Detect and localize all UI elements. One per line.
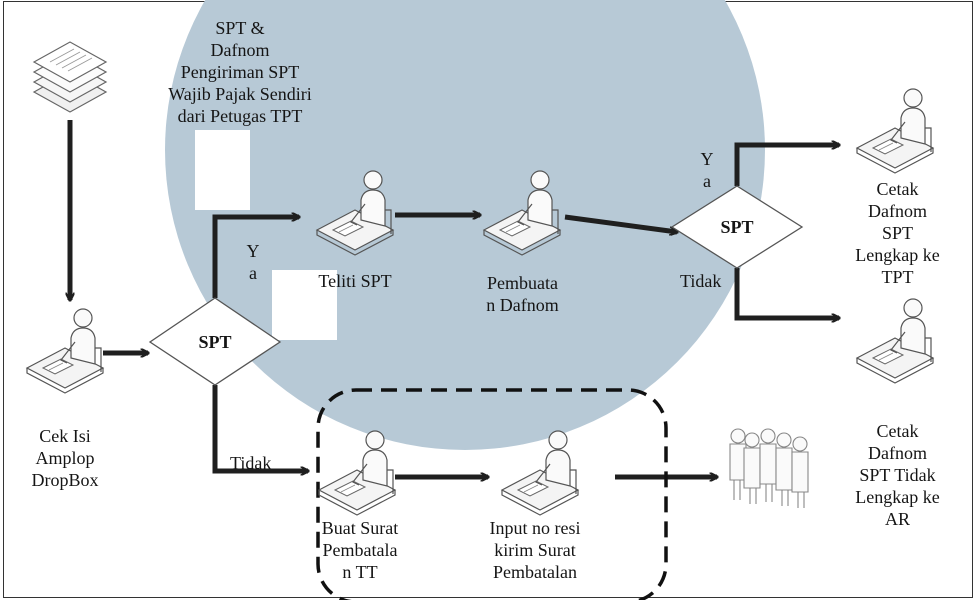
arrow-decision1-tidak <box>212 385 308 471</box>
pembuatan-label: Pembuata n Dafnom <box>486 273 559 315</box>
source-docs-label: SPT & Dafnom Pengiriman SPT Wajib Pajak … <box>168 18 312 126</box>
decision-spt-1 <box>148 297 282 386</box>
arrow-decision1-ya <box>212 217 299 298</box>
person-at-desk-icon <box>318 430 396 516</box>
arrow-decision2-tidak <box>734 268 839 318</box>
ya-label-2: Y a <box>700 149 714 191</box>
watermark <box>165 0 765 450</box>
connectors <box>70 120 839 477</box>
buat-surat-label: Buat Surat Pembatala n TT <box>321 518 399 582</box>
decision-1-label: SPT <box>198 332 232 352</box>
input-resi-label: Input no resi kirim Surat Pembatalan <box>489 518 581 582</box>
person-at-desk-icon <box>856 88 934 174</box>
ya-label-1: Y a <box>246 241 260 283</box>
arrow-pembuatan-to-decision2 <box>564 214 677 232</box>
arrow-decision2-ya <box>734 145 839 186</box>
cancellation-group <box>316 388 668 600</box>
people-group-icon <box>729 428 809 508</box>
person-at-desk-icon <box>856 298 934 384</box>
teliti-label: Teliti SPT <box>318 271 392 291</box>
cek-isi-label: Cek Isi Amplop DropBox <box>31 426 99 490</box>
tidak-label-2: Tidak <box>680 271 722 291</box>
tidak-label-1: Tidak <box>230 453 272 473</box>
cetak-tidak-label: Cetak Dafnom SPT Tidak Lengkap ke AR <box>855 421 940 529</box>
decision-spt-2 <box>670 185 804 269</box>
person-at-desk-icon <box>26 308 104 394</box>
decision-2-label: SPT <box>720 217 754 237</box>
documents-icon <box>32 41 108 113</box>
cetak-lengkap-label: Cetak Dafnom SPT Lengkap ke TPT <box>855 179 940 287</box>
